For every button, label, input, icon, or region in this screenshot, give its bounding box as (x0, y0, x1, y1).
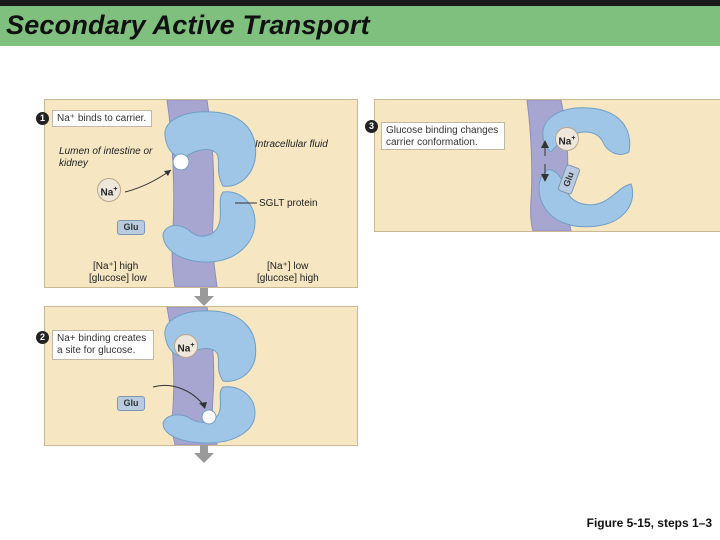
sodium-ion: Na+ (555, 127, 579, 151)
step1-number: 1 (36, 112, 49, 125)
carrier-upper-half (164, 111, 257, 187)
binding-arrow (124, 169, 172, 193)
down-arrow-icon (194, 288, 214, 306)
glucose-molecule: Glu (117, 396, 145, 411)
right-glucose-concentration: [glucose] high (257, 273, 319, 284)
step1-drawing (124, 100, 257, 287)
step3-number: 3 (365, 120, 378, 133)
step3-callout: Glucose binding changes carrier conforma… (381, 122, 505, 150)
sglt-protein-label: SGLT protein (259, 198, 318, 209)
sodium-ion: Na+ (97, 178, 121, 202)
carrier-upper-half (542, 107, 631, 155)
carrier-lower-half (162, 386, 256, 444)
left-glucose-concentration: [glucose] low (89, 273, 147, 284)
glucose-molecule: Glu (117, 220, 145, 235)
step1-callout: Na⁺ binds to carrier. (52, 110, 152, 127)
intracellular-label: Intracellular fluid (255, 139, 328, 150)
left-na-concentration: [Na⁺] high (93, 261, 139, 272)
right-na-concentration: [Na⁺] low (267, 261, 309, 272)
step3-panel: Na+ Glu (374, 99, 720, 232)
lumen-label: Lumen of intestine or kidney (59, 146, 153, 169)
carrier-lower-half (162, 191, 256, 263)
title-bar: Secondary Active Transport (0, 0, 720, 46)
step2-number: 2 (36, 331, 49, 344)
step3-drawing (526, 100, 634, 231)
step2-drawing (152, 307, 257, 445)
step2-panel: Na+ Glu (44, 306, 358, 446)
step1-panel: Lumen of intestine or kidney Intracellul… (44, 99, 358, 288)
sodium-ion: Na+ (174, 334, 198, 358)
slide-title: Secondary Active Transport (6, 10, 370, 40)
step2-callout: Na+ binding creates a site for glucose. (52, 330, 154, 360)
down-arrow-icon (194, 445, 214, 463)
na-binding-site (172, 153, 190, 171)
glucose-binding-site (201, 409, 217, 425)
figure-caption: Figure 5-15, steps 1–3 (586, 516, 712, 530)
